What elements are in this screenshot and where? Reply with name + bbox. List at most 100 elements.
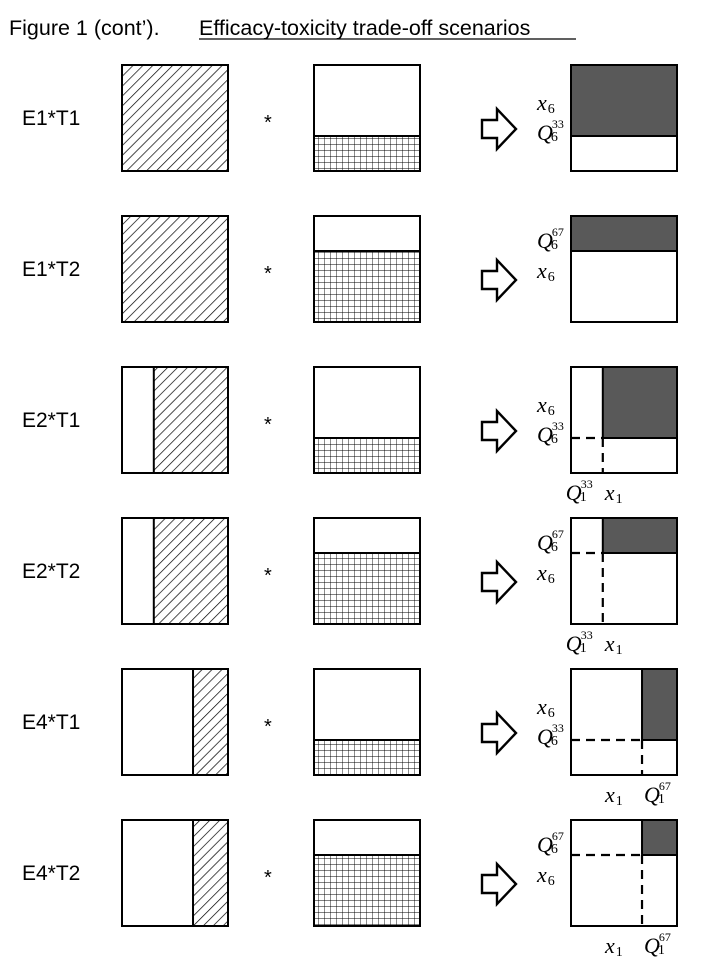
toxicity-grid-region: [314, 250, 420, 322]
efficacy-box-frame: [121, 819, 229, 927]
right-arrow-icon: [480, 860, 518, 908]
multiply-operator: *: [264, 112, 272, 134]
efficacy-hatched-region: [122, 65, 228, 171]
result-left-label: x6: [536, 862, 555, 889]
efficacy-hatched-region: [193, 669, 228, 775]
efficacy-box: [121, 64, 229, 172]
right-arrow-icon: [480, 558, 518, 606]
toxicity-grid-region: [314, 552, 420, 624]
toxicity-box-frame: [313, 517, 421, 625]
toxicity-box: [313, 517, 421, 625]
result-left-label: x6: [536, 258, 555, 285]
result-box-frame: [570, 819, 678, 927]
result-left-label: x6: [536, 392, 555, 419]
result-bottom-label: x1: [604, 782, 623, 809]
toxicity-box-frame: [313, 64, 421, 172]
efficacy-box: [121, 215, 229, 323]
result-box-frame: [570, 215, 678, 323]
efficacy-box: [121, 668, 229, 776]
toxicity-box-frame: [313, 819, 421, 927]
result-box-frame: [570, 366, 678, 474]
result-shaded-region: [642, 820, 677, 855]
efficacy-box-frame: [121, 668, 229, 776]
efficacy-box-frame: [121, 517, 229, 625]
efficacy-box-frame: [121, 366, 229, 474]
multiply-operator: *: [264, 565, 272, 587]
scenario-label: E4*T2: [22, 862, 80, 885]
right-arrow-icon: [480, 256, 518, 304]
result-left-label: x6: [536, 694, 555, 721]
scenario-label: E2*T2: [22, 560, 80, 583]
multiply-operator: *: [264, 716, 272, 738]
efficacy-hatched-region: [153, 518, 228, 624]
efficacy-hatched-region: [153, 367, 228, 473]
result-bottom-label: x1: [604, 480, 623, 507]
efficacy-box: [121, 819, 229, 927]
efficacy-box: [121, 366, 229, 474]
toxicity-grid-region: [314, 136, 420, 171]
right-arrow-icon: [480, 105, 518, 153]
result-shaded-region: [602, 367, 677, 439]
result-box-frame: [570, 64, 678, 172]
scenario-label: E4*T1: [22, 711, 80, 734]
scenario-label: E1*T1: [22, 107, 80, 130]
toxicity-box-frame: [313, 668, 421, 776]
figure-header: Figure 1 (cont’). Efficacy-toxicity trad…: [9, 16, 576, 40]
toxicity-box: [313, 819, 421, 927]
figure-title: Efficacy-toxicity trade-off scenarios: [199, 16, 530, 40]
result-left-label: x6: [536, 560, 555, 587]
toxicity-box: [313, 668, 421, 776]
efficacy-box: [121, 517, 229, 625]
toxicity-grid-region: [314, 740, 420, 775]
right-arrow-icon: [480, 407, 518, 455]
result-left-label: x6: [536, 90, 555, 117]
figure-caption-prefix: Figure 1 (cont’).: [9, 16, 160, 40]
toxicity-grid-region: [314, 438, 420, 473]
toxicity-box-frame: [313, 366, 421, 474]
scenario-label: E2*T1: [22, 409, 80, 432]
right-arrow-icon: [480, 709, 518, 757]
result-shaded-region: [571, 65, 677, 137]
result-bottom-label: x1: [604, 631, 623, 658]
result-shaded-region: [642, 669, 677, 741]
result-shaded-region: [571, 216, 677, 251]
toxicity-box: [313, 366, 421, 474]
multiply-operator: *: [264, 263, 272, 285]
multiply-operator: *: [264, 867, 272, 889]
efficacy-box-frame: [121, 215, 229, 323]
result-box-frame: [570, 517, 678, 625]
toxicity-grid-region: [314, 854, 420, 926]
multiply-operator: *: [264, 414, 272, 436]
result-bottom-label: x1: [604, 933, 623, 960]
result-shaded-region: [602, 518, 677, 553]
toxicity-box: [313, 215, 421, 323]
toxicity-box-frame: [313, 215, 421, 323]
efficacy-hatched-region: [193, 820, 228, 926]
scenario-label: E1*T2: [22, 258, 80, 281]
result-box-frame: [570, 668, 678, 776]
